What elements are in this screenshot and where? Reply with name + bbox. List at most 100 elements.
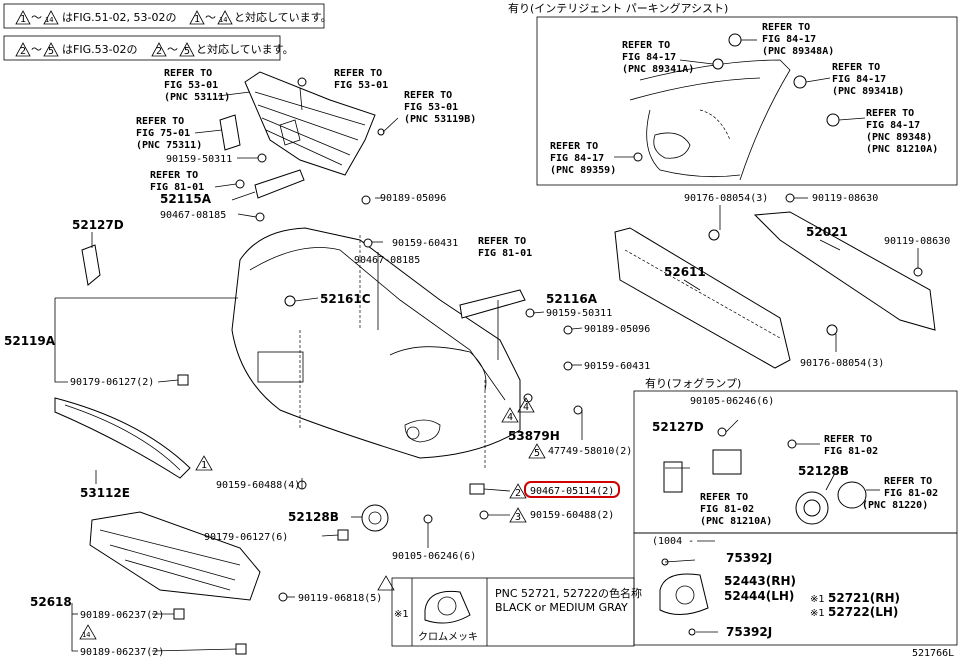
bracket-52116a bbox=[459, 289, 526, 319]
ref-89341a: REFER TO FIG 84-17 (PNC 89341A) bbox=[622, 40, 694, 75]
callout-4b: 4 bbox=[523, 402, 529, 413]
pn-53112e: 53112E bbox=[80, 486, 130, 500]
ref-81210a: REFER TO FIG 81-02 (PNC 81210A) bbox=[700, 492, 772, 527]
note1-text-a: はFIG.51-02, 53-02の bbox=[62, 11, 177, 24]
note2-text-a: はFIG.53-02の bbox=[62, 43, 138, 56]
pn-52116a: 52116A bbox=[546, 292, 598, 306]
note1-glyph-1: 1 bbox=[194, 14, 200, 25]
parking-assist-inset: 有り(インテリジェント パーキングアシスト) bbox=[508, 1, 958, 186]
highlight-ring bbox=[524, 481, 620, 498]
fl-90159-60431b: 90159-60431 bbox=[584, 361, 650, 372]
side-bracket-52127d bbox=[81, 244, 101, 286]
pn-52021: 52021 bbox=[806, 225, 848, 239]
fl-90189-06237a: 90189-06237(2) bbox=[80, 610, 164, 621]
fl-90159-50311a: 90159-50311 bbox=[166, 154, 232, 165]
note2-glyph-mid: ～ bbox=[167, 43, 178, 56]
note1-mid: ～ bbox=[31, 11, 42, 24]
ref-81-02a: REFER TO FIG 81-02 bbox=[824, 434, 878, 457]
note2-text-b: と対応しています。 bbox=[196, 42, 294, 56]
note1-glyph-14: 14 bbox=[219, 16, 227, 24]
fog-lamp-inset: 有り(フォグランプ) (1004 - bbox=[633, 376, 958, 646]
part-number-labels: 52115A 52127D 52119A 52161C 52116A 53879… bbox=[4, 192, 900, 639]
callout-4a: 4 bbox=[507, 412, 513, 423]
reference-labels: REFER TO FIG 53-01 (PNC 53111) REFER TO … bbox=[136, 22, 944, 527]
pn-52127d: 52127D bbox=[72, 218, 124, 232]
parking-inset-title: 有り(インテリジェント パーキングアシスト) bbox=[508, 1, 728, 15]
legend-line1: PNC 52721, 52722の色名称 bbox=[495, 586, 642, 600]
note1-range-end: 14 bbox=[45, 16, 53, 24]
callout-3: 3 bbox=[515, 512, 521, 523]
fl-90189-06237b: 90189-06237(2) bbox=[80, 647, 164, 658]
pn-52722: 52722(LH) bbox=[828, 605, 898, 619]
under-cover-52618 bbox=[89, 511, 261, 601]
fl-90105-06246b: 90105-06246(6) bbox=[690, 396, 774, 407]
ref-89359: REFER TO FIG 84-17 (PNC 89359) bbox=[550, 141, 616, 176]
callout-14: 14 bbox=[82, 631, 90, 639]
callout-1: 1 bbox=[201, 460, 207, 471]
pn-52115a: 52115A bbox=[160, 192, 212, 206]
grille-assembly bbox=[244, 71, 376, 176]
pn-75392j-a: 75392J bbox=[726, 551, 772, 565]
fl-90119-08630a: 90119-08630 bbox=[812, 193, 878, 204]
callout-triangles: 1 4 4 5 2 3 14 bbox=[79, 397, 546, 640]
fl-90467-08185a: 90467-08185 bbox=[160, 210, 226, 221]
energy-absorber-52611 bbox=[614, 227, 791, 369]
pn-52721: 52721(RH) bbox=[828, 591, 900, 605]
pn-52161c: 52161C bbox=[320, 292, 371, 306]
note-box-2: 2 ～ 5 はFIG.53-02の 2 ～ 5 と対応しています。 bbox=[3, 35, 294, 61]
legend-mark: ※1 bbox=[394, 609, 409, 620]
fl-90159-50311b: 90159-50311 bbox=[546, 308, 612, 319]
lower-grille-53112e bbox=[54, 397, 191, 479]
note2-range-start: 2 bbox=[20, 46, 26, 57]
fl-90119-06818: 90119-06818(5) bbox=[298, 593, 382, 604]
ref-53111: REFER TO FIG 53-01 (PNC 53111) bbox=[164, 68, 230, 103]
fl-90176-08054a: 90176-08054(3) bbox=[684, 193, 768, 204]
fl-90189-05096a: 90189-05096 bbox=[380, 193, 446, 204]
note1-text-b: と対応しています。 bbox=[234, 10, 332, 24]
pn-52443: 52443(RH) bbox=[724, 574, 796, 588]
callout-5: 5 bbox=[534, 448, 540, 459]
pn-53879h: 53879H bbox=[508, 429, 560, 443]
ref-89348a: REFER TO FIG 84-17 (PNC 89348A) bbox=[762, 22, 834, 57]
note1-glyph-mid: ～ bbox=[205, 11, 216, 24]
color-legend-box: ※1 クロムメッキ PNC 52721, 52722の色名称 BLACK or … bbox=[391, 577, 642, 647]
fog-cover-52128b bbox=[361, 504, 389, 532]
mark-52721: ※1 bbox=[810, 594, 825, 605]
pn-52444: 52444(LH) bbox=[724, 589, 794, 603]
bracket-52115a bbox=[254, 169, 305, 199]
fl-90176-08054b: 90176-08054(3) bbox=[800, 358, 884, 369]
pn-52127d-fog: 52127D bbox=[652, 420, 704, 434]
fl-90105-06246a: 90105-06246(6) bbox=[392, 551, 476, 562]
front-bumper-cover bbox=[231, 227, 521, 470]
fl-47749: 47749-58010(2) bbox=[548, 446, 632, 457]
fl-90119-08630b: 90119-08630 bbox=[884, 236, 950, 247]
fl-90189-05096b: 90189-05096 bbox=[584, 324, 650, 335]
note2-glyph-5: 5 bbox=[184, 46, 190, 57]
legend-chrome: クロムメッキ bbox=[418, 631, 478, 643]
fl-90467-05114: 90467-05114(2) bbox=[530, 486, 614, 497]
pn-52128b: 52128B bbox=[288, 510, 339, 524]
ref-53119b: REFER TO FIG 53-01 bbox=[334, 68, 388, 91]
ref-81-01b: REFER TO FIG 81-01 bbox=[478, 236, 532, 259]
fl-90179-06127b: 90179-06127(6) bbox=[204, 532, 288, 543]
fl-90159-60431a: 90159-60431 bbox=[392, 238, 458, 249]
fog-inset-title: 有り(フォグランプ) bbox=[645, 376, 741, 390]
ref-75311: REFER TO FIG 75-01 (PNC 75311) bbox=[136, 116, 202, 151]
ref-89348: REFER TO FIG 84-17 (PNC 89348) (PNC 8121… bbox=[866, 108, 938, 155]
pn-52128b-fog: 52128B bbox=[798, 464, 849, 478]
note-box-1: 1 ～ 14 はFIG.51-02, 53-02の 1 ～ 14 と対応していま… bbox=[3, 3, 332, 29]
fl-90159-60488a: 90159-60488(4) bbox=[216, 480, 300, 491]
ref-89341b: REFER TO FIG 84-17 (PNC 89341B) bbox=[832, 62, 904, 97]
note2-mid: ～ bbox=[31, 43, 42, 56]
note1-range-start: 1 bbox=[20, 14, 26, 25]
leader-lines bbox=[54, 87, 919, 652]
fastener-labels: 90159-50311 90467-08185 90189-05096 9015… bbox=[70, 154, 950, 658]
legend-line2: BLACK or MEDIUM GRAY bbox=[495, 601, 628, 614]
note2-glyph-2: 2 bbox=[156, 46, 162, 57]
pn-52611: 52611 bbox=[664, 265, 706, 279]
ref-53119b-detail: REFER TO FIG 53-01 (PNC 53119B) bbox=[404, 90, 476, 125]
note2-range-end: 5 bbox=[48, 46, 54, 57]
pn-75392j-b: 75392J bbox=[726, 625, 772, 639]
ref-81220: REFER TO FIG 81-02 (PNC 81220) bbox=[862, 476, 944, 511]
